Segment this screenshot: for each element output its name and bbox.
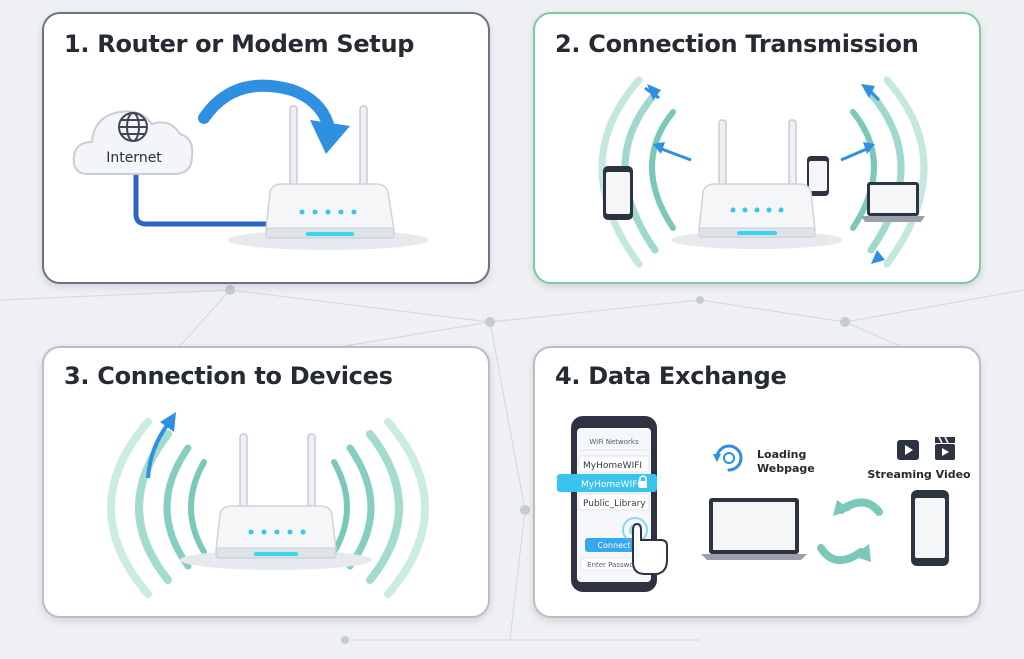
smartphone-icon	[603, 166, 633, 220]
panel-title-devices: 3. Connection to Devices	[64, 362, 393, 390]
lock-icon	[639, 475, 647, 488]
loading-spinner-icon	[713, 444, 743, 472]
panel-title-data-exchange: 4. Data Exchange	[555, 362, 787, 390]
wifi-list-header: WiFi Networks	[589, 438, 639, 446]
panel-connection-devices: 3. Connection to Devices	[42, 346, 490, 618]
router-icon	[180, 433, 372, 570]
laptop-icon	[861, 182, 925, 222]
smartphone-small-icon	[807, 156, 829, 196]
router-icon	[671, 119, 843, 249]
ethernet-cable	[133, 169, 279, 227]
signal-arrow-icon	[146, 412, 176, 479]
panel-router-setup: Internet 1. Router or Modem Setup	[42, 12, 490, 284]
panel-connection-transmission: 2. Connection Transmission	[533, 12, 981, 284]
tap-hand-icon	[622, 517, 668, 575]
password-field: Enter Password	[587, 561, 641, 569]
transmission-arrows	[644, 84, 885, 264]
loading-label-line2: Webpage	[757, 462, 815, 475]
panel-data-exchange: WiFi Networks MyHomeWIFI MyHomeWIFI Publ…	[533, 346, 981, 618]
wifi-waves-right-icon	[331, 418, 429, 598]
play-icon	[897, 440, 919, 460]
film-clapper-icon	[935, 436, 955, 460]
data-exchange-illustration: WiFi Networks MyHomeWIFI MyHomeWIFI Publ…	[557, 416, 971, 592]
laptop-icon	[701, 498, 807, 560]
exchange-arrows-icon	[817, 498, 883, 564]
cloud-label: Internet	[106, 150, 162, 166]
wifi-network-item: MyHomeWIFI	[583, 461, 642, 471]
transmission-illustration	[598, 76, 928, 268]
wifi-waves-left-icon	[107, 418, 207, 598]
loading-label-line1: Loading	[757, 448, 806, 461]
smartphone-icon	[911, 490, 949, 566]
panel-title-transmission: 2. Connection Transmission	[555, 30, 919, 58]
curved-arrow-icon	[198, 79, 334, 130]
wifi-network-item: Public_Library	[583, 499, 646, 509]
globe-icon	[118, 112, 148, 142]
router-icon	[228, 105, 428, 250]
devices-illustration	[107, 412, 429, 598]
panel-title-router-setup: 1. Router or Modem Setup	[64, 30, 415, 58]
streaming-label: Streaming Video	[867, 468, 971, 481]
router-setup-illustration: Internet	[72, 79, 428, 250]
connect-button: Connect	[597, 541, 630, 550]
wifi-waves-right-icon	[850, 76, 928, 268]
wifi-network-item-selected: MyHomeWIFI	[581, 480, 640, 490]
